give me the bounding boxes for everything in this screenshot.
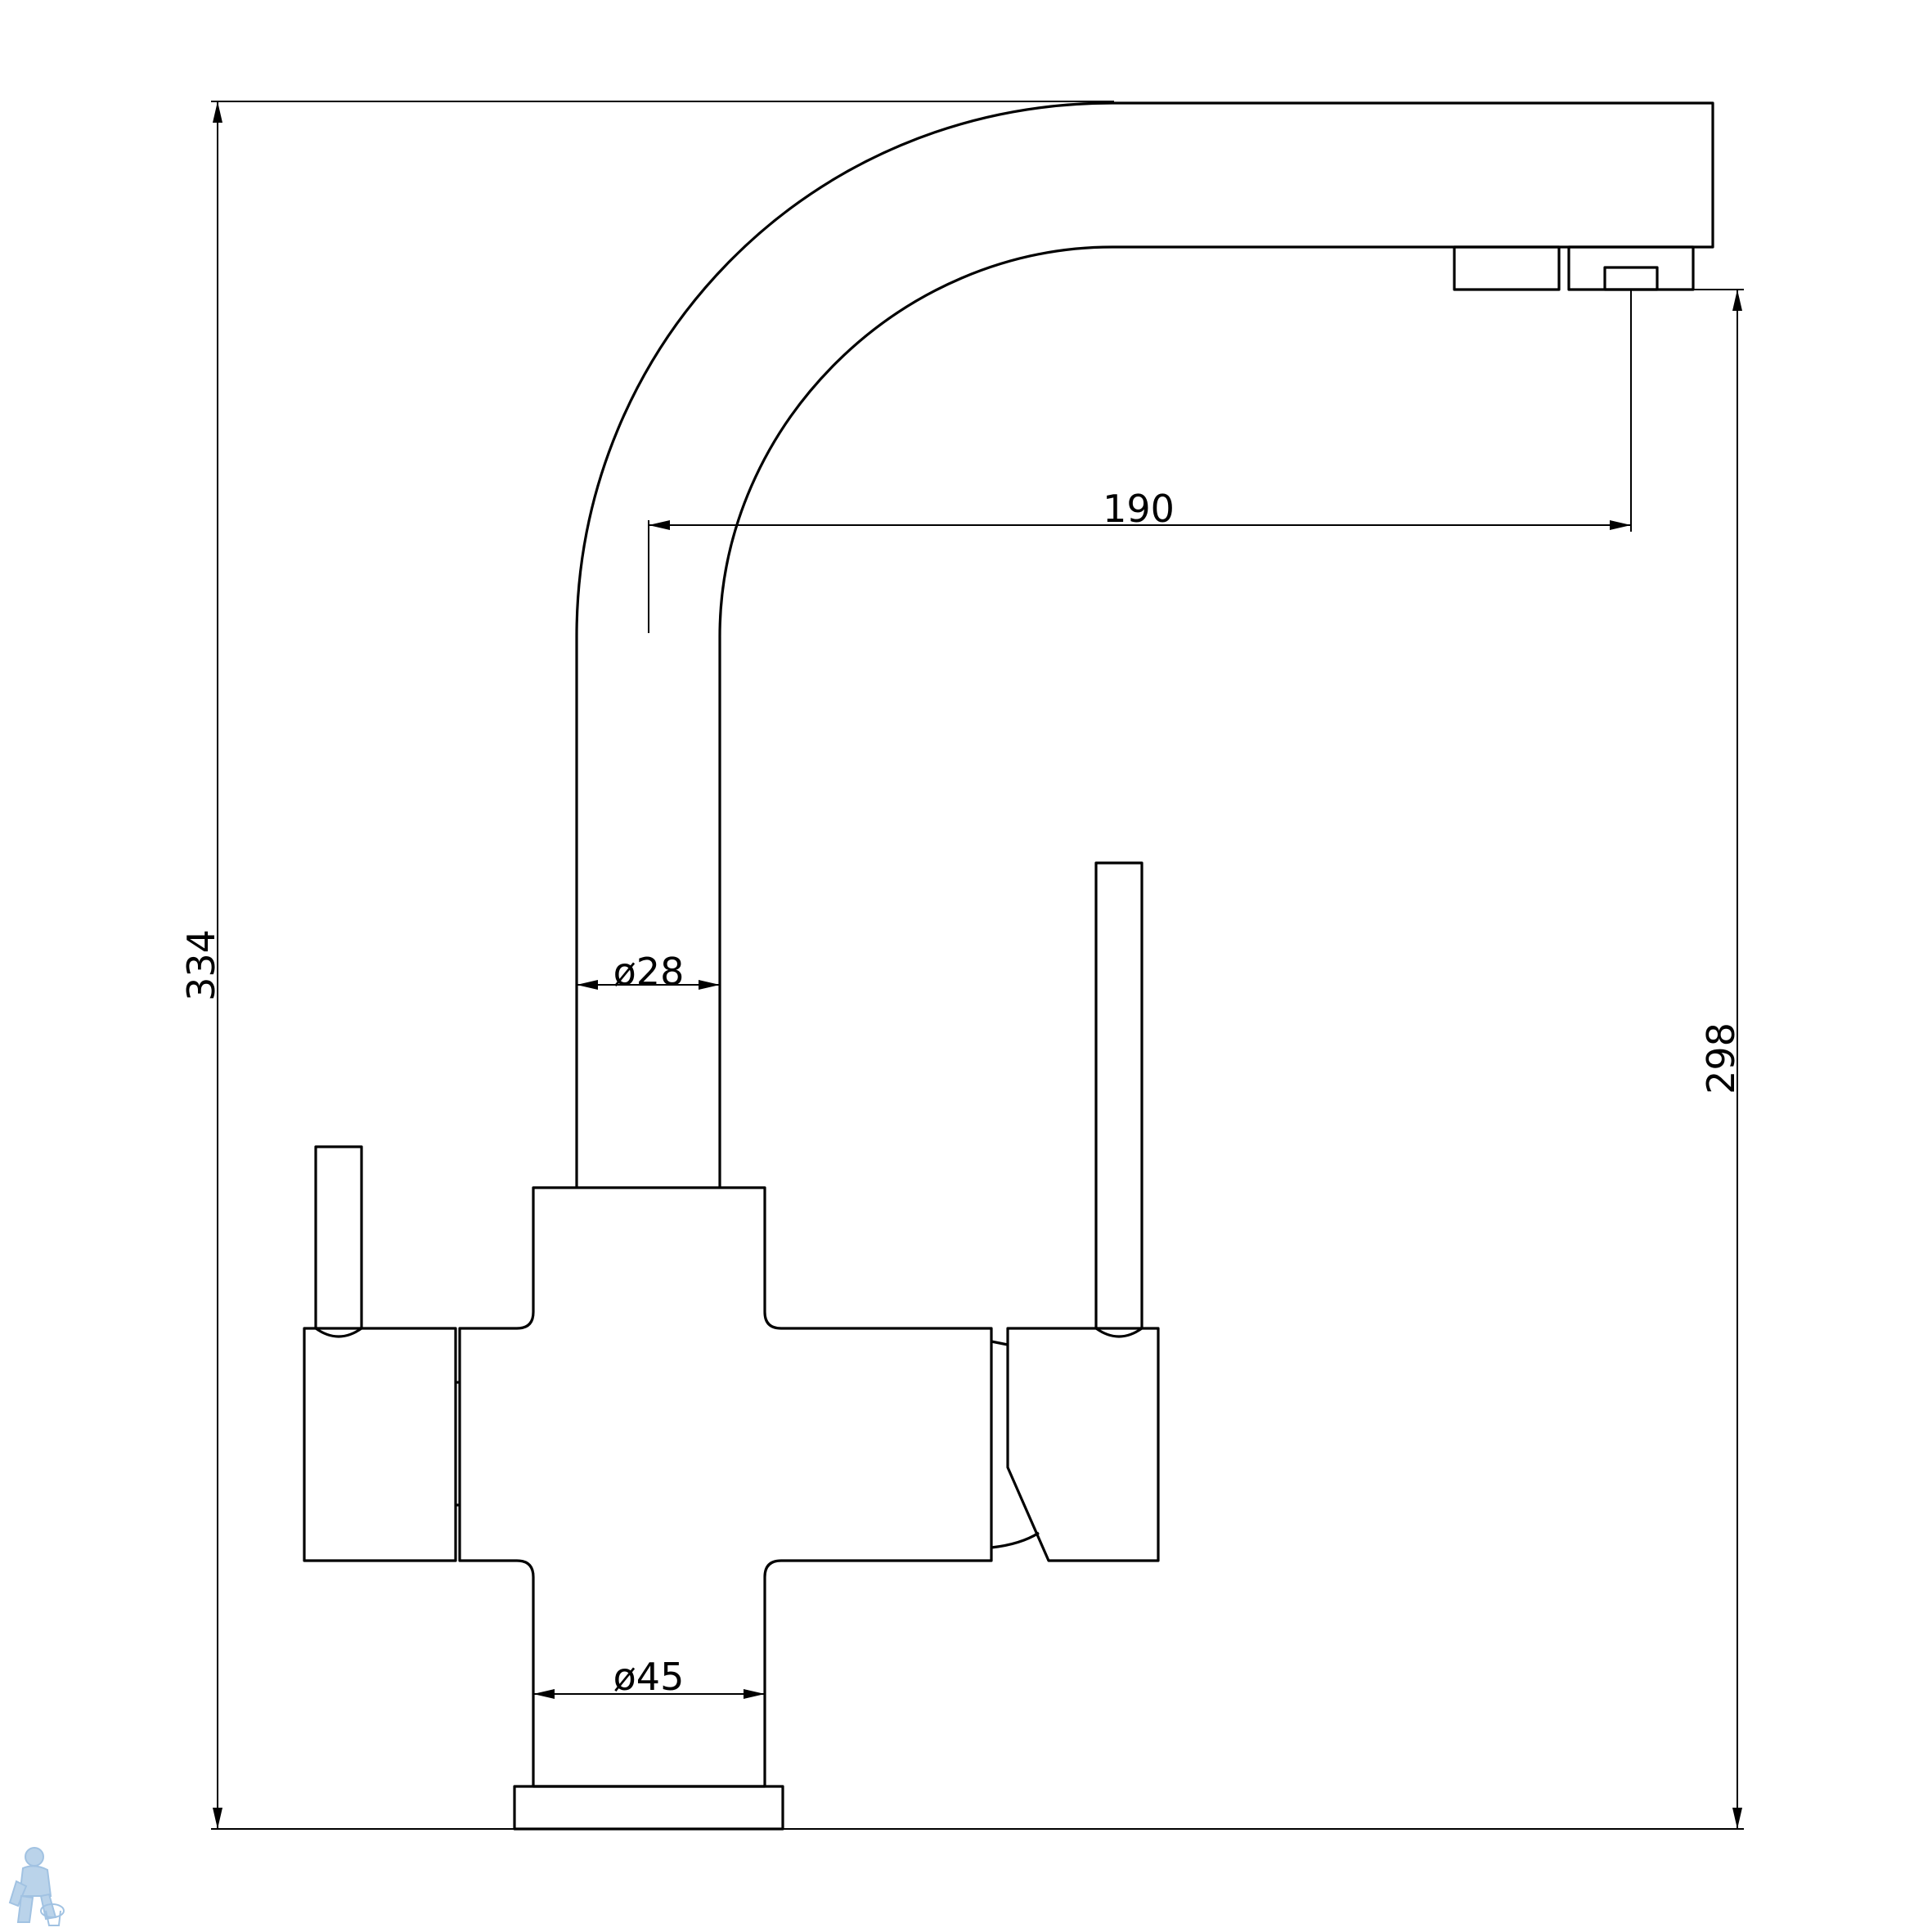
dim-body-diameter: ø45	[613, 1655, 685, 1699]
base-plate	[513, 1785, 784, 1831]
aerator-nozzle	[1603, 266, 1659, 291]
dim-spout-height: 298	[1699, 1022, 1743, 1094]
spout-outer	[575, 101, 1714, 1188]
left-lever	[314, 1145, 363, 1338]
faucet-outline	[303, 101, 1714, 1831]
right-lever	[1094, 861, 1143, 1338]
faucet-body	[458, 1186, 993, 1788]
left-handle-housing	[303, 1327, 457, 1562]
dim-spout-reach: 190	[1103, 487, 1175, 531]
plumber-mascot-icon	[8, 1847, 65, 1926]
dim-total-height: 334	[179, 929, 223, 1001]
right-handle-housing	[1006, 1327, 1160, 1562]
filter-outlet	[1453, 245, 1561, 291]
right-housing-neck	[991, 1340, 1040, 1549]
dim-spout-diameter: ø28	[613, 950, 685, 994]
dimension-lines	[211, 101, 1744, 1830]
